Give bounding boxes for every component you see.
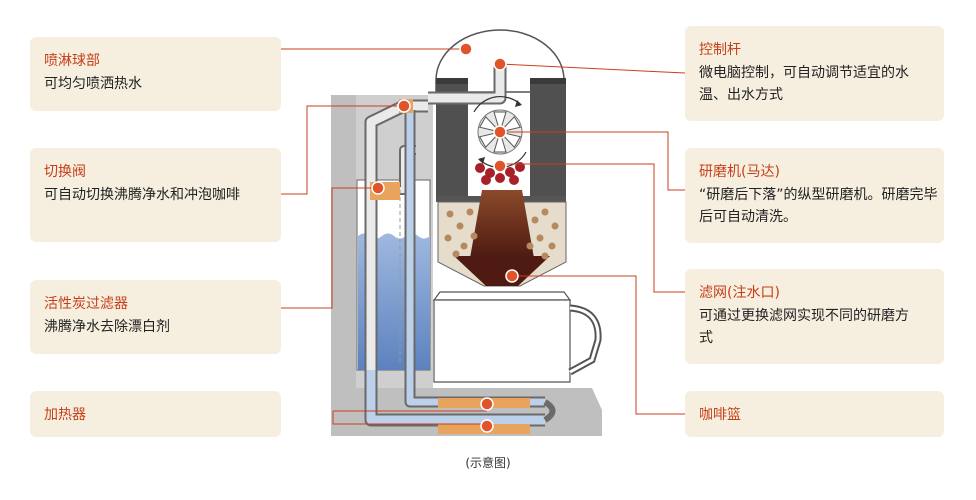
leader-lines bbox=[281, 48, 686, 425]
label-control-lever: 控制杆 微电脑控制，可自动调节适宜的水温、出水方式 bbox=[685, 26, 944, 121]
label-carbon-filter: 活性炭过滤器 沸腾净水去除漂白剂 bbox=[30, 280, 281, 354]
marker-dots bbox=[371, 42, 519, 433]
diagram-caption: (示意图) bbox=[465, 456, 511, 470]
label-carbon-filter-desc: 沸腾净水去除漂白剂 bbox=[44, 319, 170, 335]
label-filter-screen-desc: 可通过更换滤网实现不同的研磨方式 bbox=[699, 308, 909, 346]
label-coffee-basket: 咖啡篮 bbox=[685, 391, 944, 437]
label-sprinkler-title: 喷淋球部 bbox=[44, 53, 100, 69]
label-switch-valve-desc: 可自动切换沸腾净水和冲泡咖啡 bbox=[44, 187, 240, 203]
label-heater: 加热器 bbox=[30, 391, 281, 437]
label-sprinkler: 喷淋球部 可均匀喷洒热水 bbox=[30, 37, 281, 111]
label-sprinkler-desc: 可均匀喷洒热水 bbox=[44, 76, 142, 92]
label-coffee-basket-title: 咖啡篮 bbox=[699, 407, 741, 423]
label-control-lever-title: 控制杆 bbox=[699, 42, 741, 58]
label-carbon-filter-title: 活性炭过滤器 bbox=[44, 296, 128, 312]
label-grinder-title: 研磨机(马达) bbox=[699, 164, 780, 180]
filter-funnel bbox=[437, 190, 567, 287]
label-filter-screen: 滤网(注水口) 可通过更换滤网实现不同的研磨方式 bbox=[685, 269, 944, 364]
carafe bbox=[432, 291, 602, 383]
label-control-lever-desc: 微电脑控制，可自动调节适宜的水温、出水方式 bbox=[699, 65, 909, 103]
label-filter-screen-title: 滤网(注水口) bbox=[699, 285, 780, 301]
label-switch-valve-title: 切换阀 bbox=[44, 164, 86, 180]
label-grinder: 研磨机(马达) “研磨后下落”的纵型研磨机。研磨完毕后可自动清洗。 bbox=[685, 148, 944, 243]
label-heater-title: 加热器 bbox=[44, 407, 86, 423]
label-switch-valve: 切换阀 可自动切换沸腾净水和冲泡咖啡 bbox=[30, 148, 281, 242]
label-grinder-desc: “研磨后下落”的纵型研磨机。研磨完毕后可自动清洗。 bbox=[699, 187, 938, 225]
